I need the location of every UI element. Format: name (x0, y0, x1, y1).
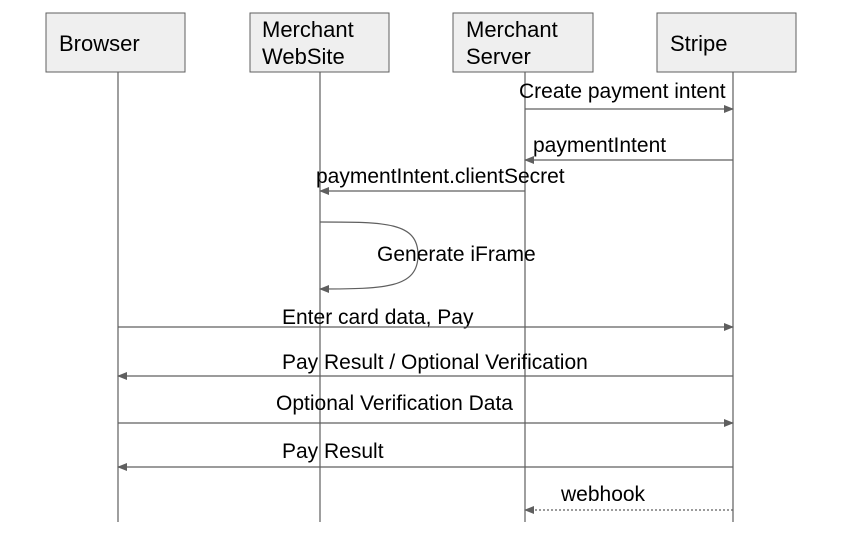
actor-label-stripe: Stripe (670, 31, 727, 56)
message-label-optional-verification-data: Optional Verification Data (276, 392, 513, 415)
actor-browser: Browser (45, 12, 186, 73)
message-pay-result: Pay Result (117, 440, 733, 471)
message-label-client-secret: paymentIntent.clientSecret (316, 165, 565, 188)
message-payment-intent: paymentIntent (524, 134, 733, 164)
message-label-generate-iframe: Generate iFrame (377, 243, 536, 266)
actor-label-browser: Browser (59, 31, 140, 56)
message-optional-verification-data: Optional Verification Data (118, 392, 734, 427)
actor-label-server-line1: Merchant (466, 17, 558, 42)
message-label-payment-intent: paymentIntent (533, 134, 666, 157)
actor-website: Merchant WebSite (249, 12, 390, 73)
message-label-create-payment-intent: Create payment intent (519, 80, 726, 103)
message-label-enter-card-data: Enter card data, Pay (282, 306, 474, 329)
message-label-pay-result: Pay Result (282, 440, 384, 463)
actor-box-server (452, 12, 594, 73)
message-webhook: webhook (524, 483, 733, 514)
message-pay-result-optional-verification: Pay Result / Optional Verification (117, 351, 733, 380)
actor-server: Merchant Server (452, 12, 594, 73)
message-generate-iframe: Generate iFrame (319, 221, 536, 293)
actor-box-website (249, 12, 390, 73)
actor-stripe: Stripe (656, 12, 797, 73)
actor-label-website-line1: Merchant (262, 17, 354, 42)
actor-label-website-line2: WebSite (262, 44, 345, 69)
message-client-secret: paymentIntent.clientSecret (316, 165, 565, 195)
message-enter-card-data: Enter card data, Pay (118, 306, 734, 331)
message-label-webhook: webhook (560, 483, 646, 506)
actor-box-browser (45, 12, 186, 73)
actor-label-server-line2: Server (466, 44, 531, 69)
actor-box-stripe (656, 12, 797, 73)
message-label-pay-result-optional-verification: Pay Result / Optional Verification (282, 351, 588, 374)
message-create-payment-intent: Create payment intent (519, 80, 734, 113)
message-arrow-generate-iframe (319, 221, 419, 293)
